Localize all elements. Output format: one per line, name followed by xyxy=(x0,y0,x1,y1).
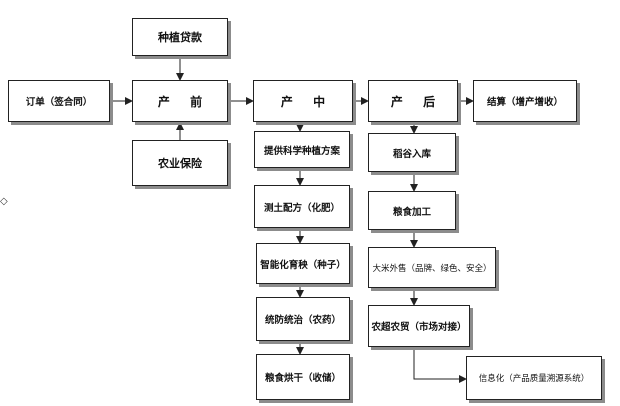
diamond-mark-icon: ◇ xyxy=(0,196,8,207)
node-settle: 结算（增产增收） xyxy=(473,80,577,122)
node-order: 订单（签合同） xyxy=(8,80,110,122)
node-fertilizer: 测土配方（化肥） xyxy=(254,185,350,228)
node-process: 粮食加工 xyxy=(368,191,456,230)
node-plan: 提供科学种植方案 xyxy=(254,131,350,168)
node-farm-trade: 农超农贸（市场对接） xyxy=(368,305,470,347)
node-rice-store: 稻谷入库 xyxy=(368,133,456,172)
node-post: 产 后 xyxy=(368,80,458,122)
node-seedling: 智能化育秧（种子） xyxy=(256,243,350,284)
node-dry: 粮食烘干（收储） xyxy=(256,354,350,400)
node-info: 信息化（产品质量溯源系统） xyxy=(466,356,602,400)
node-insurance: 农业保险 xyxy=(132,140,228,186)
node-pest: 统防统治（农药） xyxy=(256,297,350,341)
node-mid: 产 中 xyxy=(253,80,353,122)
node-loan: 种植贷款 xyxy=(132,18,228,56)
arrow-farm-trade-to-info xyxy=(413,347,467,383)
node-pre: 产 前 xyxy=(132,80,228,122)
node-rice-sale: 大米外售（品牌、绿色、安全） xyxy=(368,247,496,288)
